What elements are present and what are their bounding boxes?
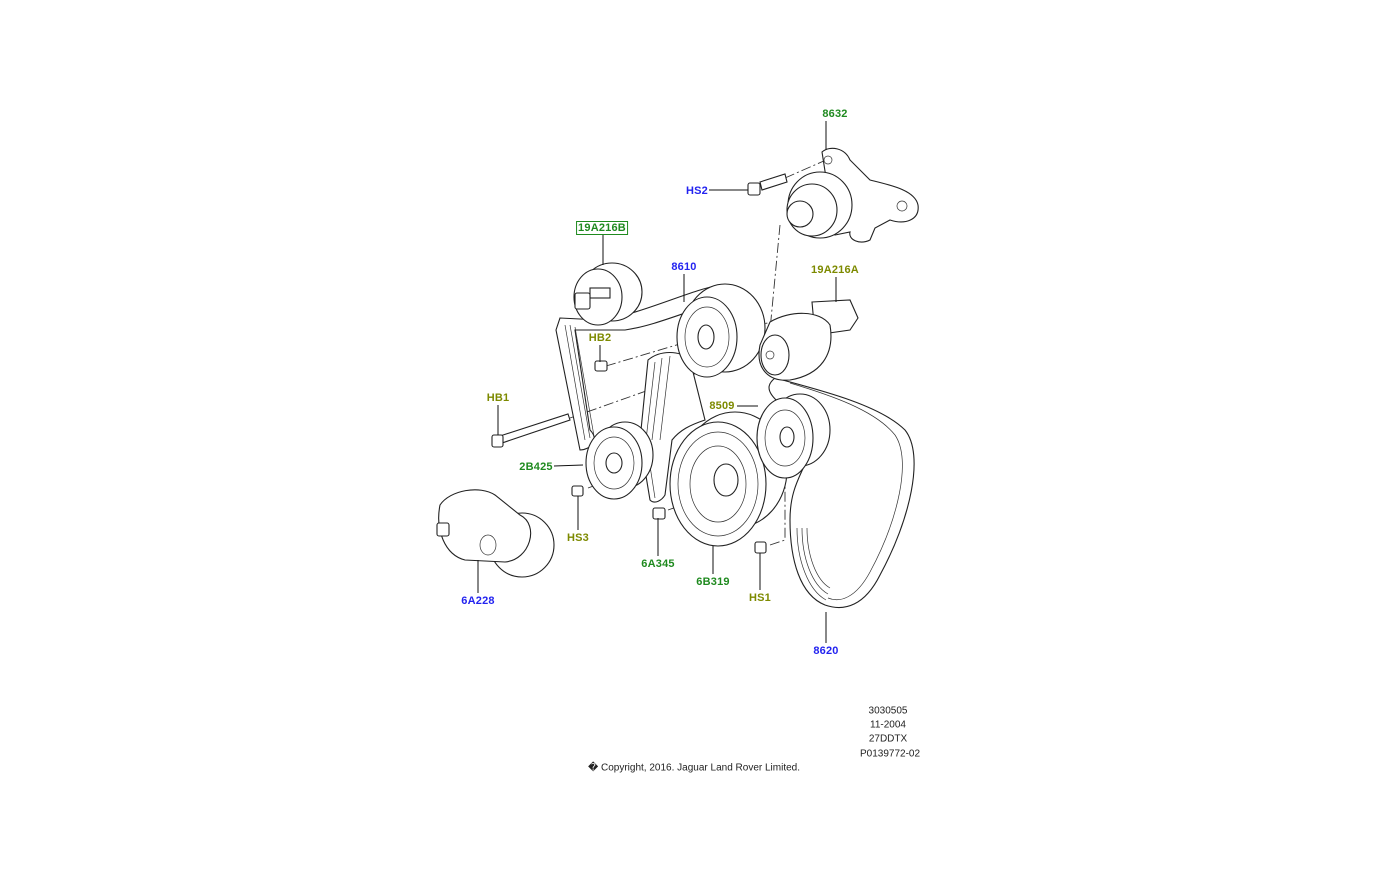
tensioner-19A216A <box>758 299 859 381</box>
centerline-8632 <box>769 224 781 331</box>
ref-number: 3030505 <box>868 705 908 717</box>
callout-8610[interactable]: 8610 <box>671 261 697 273</box>
bolt-hb1 <box>491 413 571 448</box>
callout-2b425[interactable]: 2B425 <box>519 461 553 473</box>
callout-6b319[interactable]: 6B319 <box>696 576 730 588</box>
callout-hs2[interactable]: HS2 <box>686 185 708 197</box>
callout-19a216a[interactable]: 19A216A <box>811 264 859 276</box>
bolt-hb2 <box>594 360 608 372</box>
pulley-2B425 <box>585 421 654 500</box>
bolt-hs3 <box>571 485 584 497</box>
idler-pulley-19A216B <box>573 262 643 326</box>
callout-6a228[interactable]: 6A228 <box>461 595 495 607</box>
callout-8632[interactable]: 8632 <box>822 108 848 120</box>
illustration-date: 11-2004 <box>870 719 906 731</box>
bolt-hs2 <box>747 173 788 196</box>
callout-hb2[interactable]: HB2 <box>588 332 612 344</box>
callout-8509[interactable]: 8509 <box>709 400 735 412</box>
pulley-8509 <box>756 393 831 479</box>
callout-6a345[interactable]: 6A345 <box>641 558 675 570</box>
callout-8620[interactable]: 8620 <box>813 645 839 657</box>
drive-belt-8620 <box>768 377 915 609</box>
bolt-6a345 <box>652 507 666 520</box>
callout-hs3[interactable]: HS3 <box>567 532 589 544</box>
centerline-hs1 <box>769 460 786 546</box>
callout-hb1[interactable]: HB1 <box>486 392 510 404</box>
model-code: 27DDTX <box>868 733 908 745</box>
callout-19a216b[interactable]: 19A216B <box>576 221 628 235</box>
tensioner-6A228 <box>436 489 555 578</box>
centerline-hs2 <box>784 159 827 179</box>
pulley-bracket-8632 <box>786 147 919 243</box>
pulley-8610 <box>676 283 766 378</box>
leader-lines <box>477 121 837 643</box>
bolt-hs1 <box>754 541 767 554</box>
illustration-id: P0139772-02 <box>859 748 921 760</box>
callout-hs1[interactable]: HS1 <box>749 592 771 604</box>
copyright-notice: � Copyright, 2016. Jaguar Land Rover Lim… <box>587 762 801 774</box>
